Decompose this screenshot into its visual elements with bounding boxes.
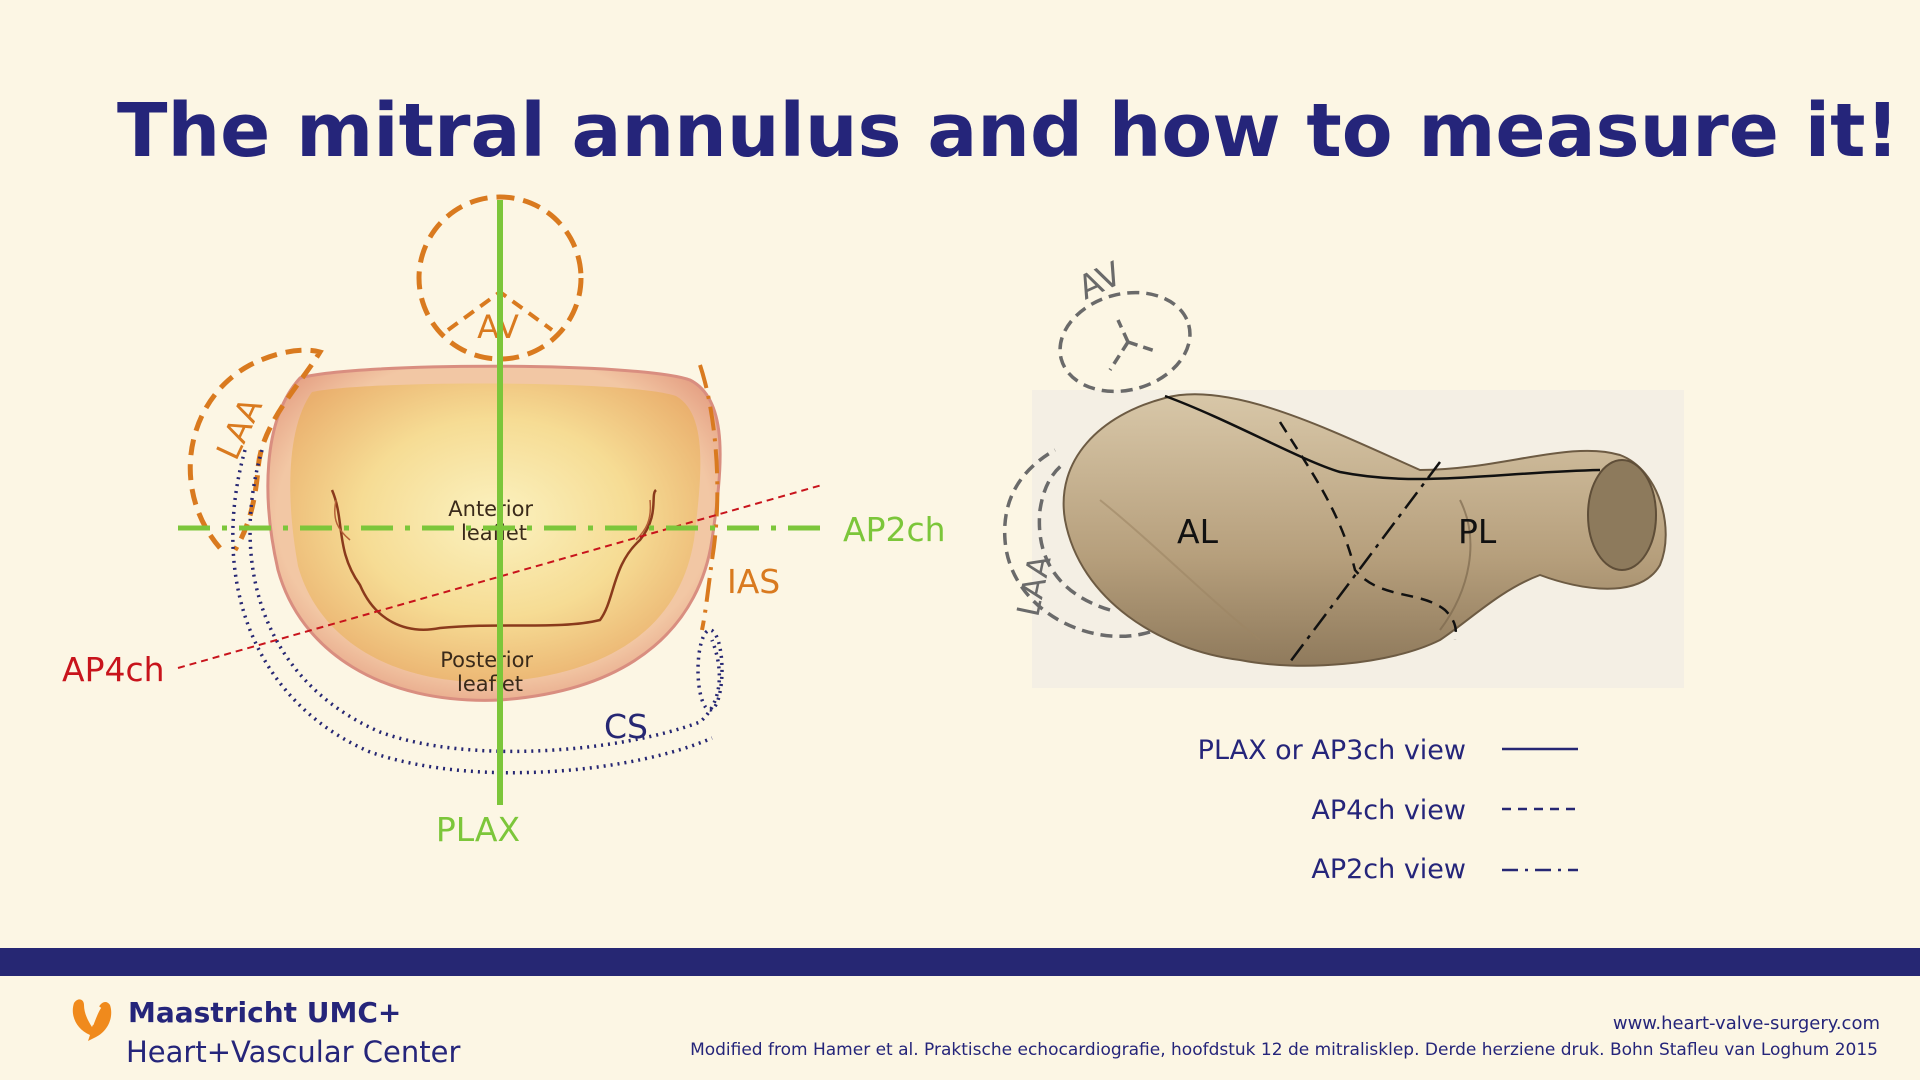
- posterior-leaflet-label: Posterior leaflet: [440, 648, 540, 696]
- legend-label-ap4ch: AP4ch view: [1311, 795, 1466, 826]
- plax-label: PLAX: [436, 810, 520, 849]
- anterior-leaflet-line2: leaflet: [461, 521, 527, 545]
- ias-label: IAS: [727, 562, 780, 601]
- footer-band: [0, 948, 1920, 976]
- av-ellipse-right: [1058, 290, 1192, 394]
- slide-title: The mitral annulus and how to measure it…: [117, 88, 1900, 174]
- laa-shape-left: [187, 347, 324, 552]
- laa-inner-right: [1037, 463, 1111, 612]
- av-circle: [416, 194, 584, 362]
- ias-line: [698, 364, 720, 631]
- cs-ostium: [696, 628, 724, 712]
- view-legend: PLAX or AP3ch view AP4ch view AP2ch view: [1198, 735, 1578, 885]
- posterior-leaflet-line2: leaflet: [457, 672, 523, 696]
- left-mitral-diagram: Anterior leaflet Posterior leaflet AV LA…: [62, 194, 946, 849]
- cs-inner: [231, 449, 713, 775]
- maastricht-umc-logo-icon: [72, 999, 112, 1041]
- footer: [0, 976, 1920, 1080]
- right-saddle-diagram: AL PL AV LAA PLAX or AP3ch view AP4ch vi…: [1002, 254, 1684, 885]
- posterior-leaflet-line1: Posterior: [440, 648, 533, 672]
- anterior-leaflet-line1: Anterior: [448, 497, 533, 521]
- ap4ch-line: [177, 484, 823, 669]
- ap2ch-label: AP2ch: [843, 510, 946, 549]
- valve-inner: [290, 383, 701, 683]
- saddle-model: [1062, 393, 1667, 667]
- av-label-right: AV: [1072, 254, 1128, 308]
- pl-label: PL: [1458, 512, 1497, 551]
- legend-label-plax: PLAX or AP3ch view: [1198, 735, 1466, 766]
- av-cusp-lines-right: [1108, 319, 1159, 371]
- ap4ch-view-line: [1278, 421, 1458, 641]
- cs-label: CS: [604, 707, 648, 746]
- plax-view-line: [1164, 394, 1601, 481]
- mitral-diagrams: Anterior leaflet Posterior leaflet AV LA…: [62, 194, 1684, 885]
- legend-label-ap2ch: AP2ch view: [1311, 854, 1466, 885]
- organization-name: Maastricht UMC+: [128, 996, 402, 1029]
- tube-opening: [1587, 459, 1657, 571]
- anterior-leaflet-label: Anterior leaflet: [448, 497, 539, 545]
- ap2ch-view-line: [1289, 461, 1441, 663]
- department-name: Heart+Vascular Center: [126, 1035, 461, 1069]
- ap4ch-label: AP4ch: [62, 650, 165, 689]
- website-link[interactable]: www.heart-valve-surgery.com: [1612, 1013, 1880, 1034]
- al-label: AL: [1177, 512, 1219, 551]
- citation-text: Modified from Hamer et al. Praktische ec…: [690, 1040, 1878, 1060]
- laa-shape-right: [1002, 448, 1151, 638]
